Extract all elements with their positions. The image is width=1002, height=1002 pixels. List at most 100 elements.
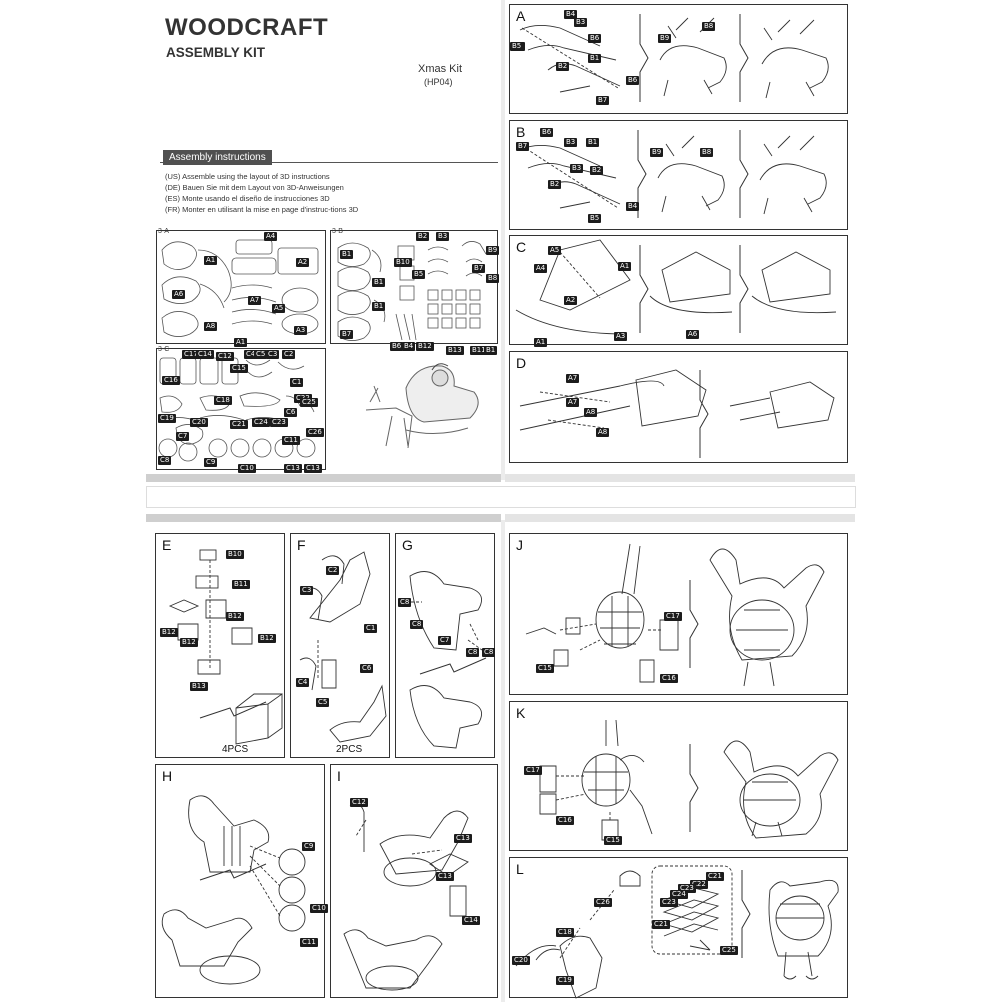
kit-name: Xmas Kit (418, 63, 463, 75)
step-i-part-label: C13 (436, 872, 454, 881)
step-letter-k: K (516, 705, 526, 721)
parts-sheet-c-label: C10 (238, 464, 256, 473)
page-subtitle: ASSEMBLY KIT (166, 45, 266, 60)
parts-sheet-c-label: C14 (196, 350, 214, 359)
parts-sheet-a-label: A6 (172, 290, 186, 299)
step-e-part-label: B10 (226, 550, 244, 559)
parts-sheet-c-label: C7 (176, 432, 190, 441)
step-l-part-label: C22 (690, 880, 708, 889)
step-box-f: F (290, 533, 390, 758)
parts-sheet-c-label: C9 (204, 458, 218, 467)
parts-sheet-c-title: 3-C (158, 346, 170, 353)
step-box-d: D (509, 351, 848, 463)
instructions-heading: Assembly instructions (163, 150, 272, 165)
step-c-part-label: A5 (548, 246, 562, 255)
step-l-part-label: C26 (594, 898, 612, 907)
parts-sheet-c-label: C15 (230, 364, 248, 373)
step-b-part-label: B2 (548, 180, 562, 189)
step-box-e: E (155, 533, 285, 758)
step-f-part-label: C1 (364, 624, 378, 633)
step-a-part-label: B1 (588, 54, 602, 63)
step-i-part-label: C12 (350, 798, 368, 807)
parts-sheet-b-label: B1 (372, 302, 386, 311)
step-c-part-label: A1 (618, 262, 632, 271)
parts-sheet-c-label: C20 (190, 418, 208, 427)
page-title: WOODCRAFT (165, 14, 329, 41)
parts-sheet-a-label: A3 (294, 326, 308, 335)
step-j-part-label: C17 (664, 612, 682, 621)
step-e-part-label: B12 (258, 634, 276, 643)
parts-sheet-c-label: C23 (270, 418, 288, 427)
step-c-part-label: A3 (614, 332, 628, 341)
step-box-a: A (509, 4, 848, 114)
step-l-part-label: C18 (556, 928, 574, 937)
step-l-part-label: C23 (678, 884, 696, 893)
step-a-part-label: B7 (596, 96, 610, 105)
step-b-part-label: B3 (564, 138, 578, 147)
step-b-part-label: B2 (590, 166, 604, 175)
parts-sheet-b-label: B8 (486, 274, 500, 283)
step-k-part-label: C15 (604, 836, 622, 845)
step-a-part-label: B2 (556, 62, 570, 71)
step-box-h: H (155, 764, 325, 998)
parts-sheet-c-label: C24 (252, 418, 270, 427)
parts-sheet-c-label: C13 (284, 464, 302, 473)
step-letter-c: C (516, 239, 527, 255)
step-a-part-label: B6 (626, 76, 640, 85)
parts-sheet-c-label: C17 (182, 350, 200, 359)
step-l-part-label: C19 (556, 976, 574, 985)
parts-sheet-c-label: C19 (158, 414, 176, 423)
parts-sheet-b-label: B5 (412, 270, 426, 279)
parts-sheet-c-label: C2 (282, 350, 296, 359)
step-g-part-label: C8 (398, 598, 412, 607)
step-box-g: G (395, 533, 495, 758)
step-c-part-label: A2 (564, 296, 578, 305)
page-divider-bottom-left (146, 514, 501, 522)
instruction-es: (ES) Monte usando el diseño de instrucci… (165, 194, 330, 203)
step-d-part-label: A7 (566, 374, 580, 383)
parts-sheet-c-label: C26 (306, 428, 324, 437)
step-b-part-label: B6 (540, 128, 554, 137)
step-d-part-label: A8 (596, 428, 610, 437)
instruction-us: (US) Assemble using the layout of 3D ins… (165, 172, 330, 181)
step-f-part-label: C4 (296, 678, 310, 687)
step-c-part-label: A1 (534, 338, 548, 347)
parts-sheet-a-label: A8 (204, 322, 218, 331)
page-divider-top-right (505, 474, 855, 482)
parts-sheet-a-label: A1 (204, 256, 218, 265)
step-g-part-label: C8 (466, 648, 480, 657)
step-letter-b: B (516, 124, 526, 140)
step-e-quantity: 4PCS (222, 744, 249, 755)
step-l-part-label: C24 (670, 890, 688, 899)
parts-sheet-c-label: C11 (282, 436, 300, 445)
step-b-part-label: B8 (700, 148, 714, 157)
parts-sheet-b-label: B1 (372, 278, 386, 287)
step-a-part-label: B5 (510, 42, 524, 51)
step-f-part-label: C2 (326, 566, 340, 575)
parts-sheet-c-label: C12 (216, 352, 234, 361)
instruction-fr: (FR) Monter en utilisant la mise en page… (165, 205, 359, 214)
parts-sheet-b-label: B13 (446, 346, 464, 355)
step-a-part-label: B8 (702, 22, 716, 31)
step-e-part-label: B12 (160, 628, 178, 637)
parts-sheet-c-label: C13 (304, 464, 322, 473)
page-spine-bottom (501, 520, 505, 1002)
parts-sheet-c-label: C6 (284, 408, 298, 417)
step-a-part-label: B9 (658, 34, 672, 43)
parts-sheet-c-label: C8 (158, 456, 172, 465)
step-b-part-label: B9 (650, 148, 664, 157)
step-letter-a: A (516, 8, 526, 24)
step-l-part-label: C25 (720, 946, 738, 955)
step-g-part-label: C8 (482, 648, 496, 657)
step-h-part-label: C11 (300, 938, 318, 947)
instruction-de: (DE) Bauen Sie mit dem Layout von 3D-Anw… (165, 183, 344, 192)
step-c-part-label: A4 (534, 264, 548, 273)
step-a-part-label: B6 (588, 34, 602, 43)
parts-sheet-b-label: B10 (394, 258, 412, 267)
step-b-part-label: B3 (570, 164, 584, 173)
step-g-part-label: C7 (438, 636, 452, 645)
parts-sheet-b-label: B11 (470, 346, 488, 355)
step-d-part-label: A8 (584, 408, 598, 417)
step-box-b: B (509, 120, 848, 230)
step-letter-d: D (516, 355, 527, 371)
